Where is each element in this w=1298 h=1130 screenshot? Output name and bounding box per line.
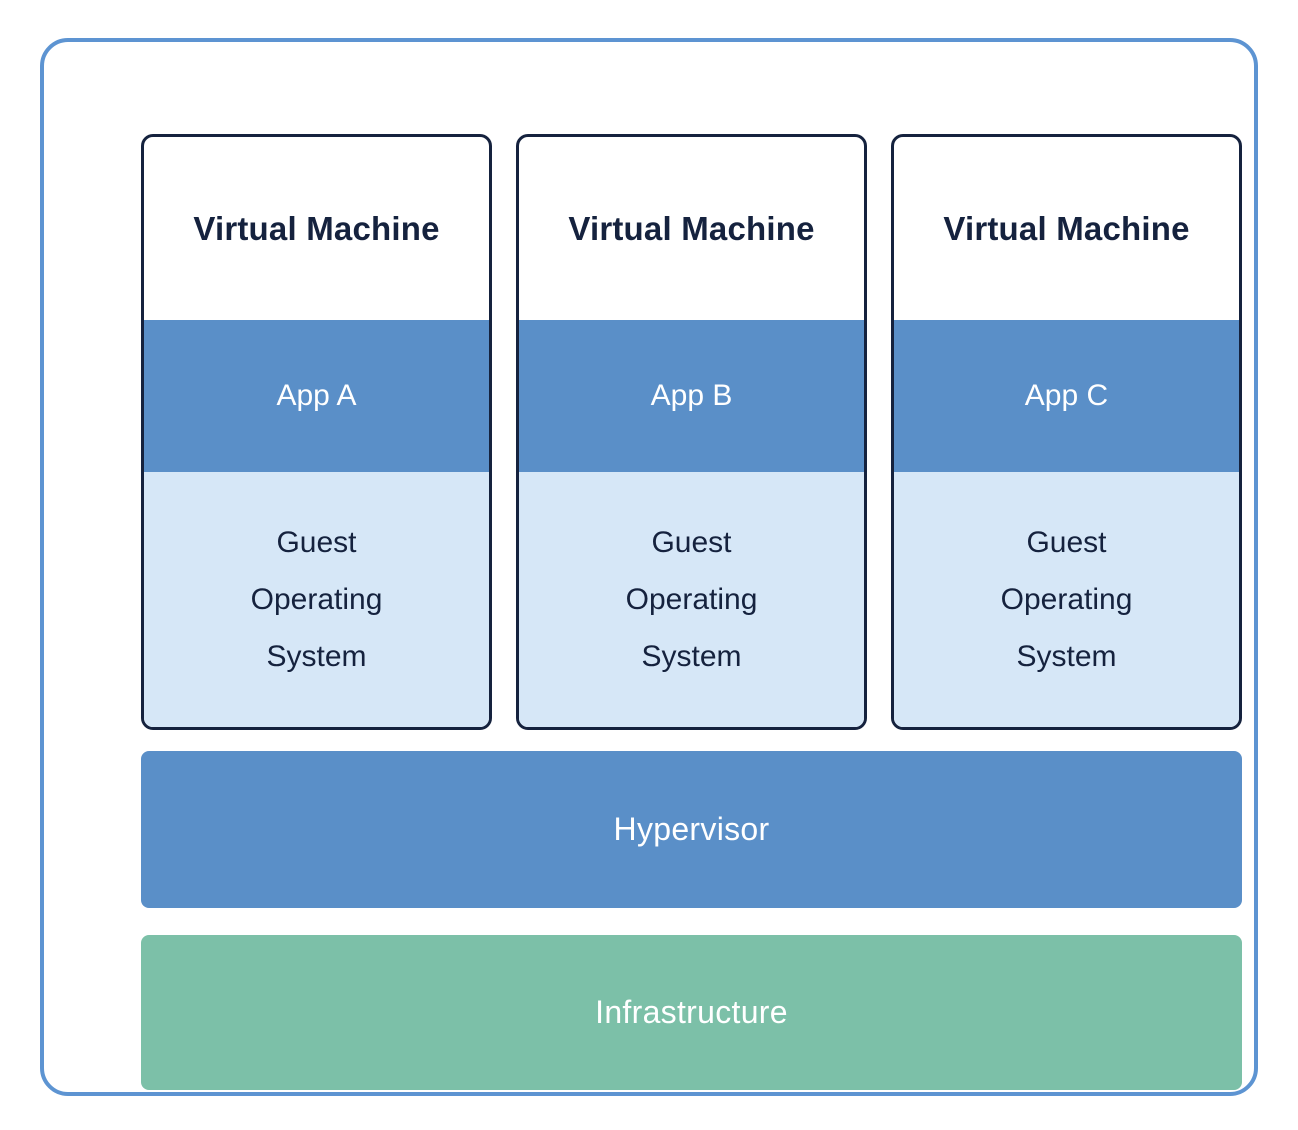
app-b-label: App B xyxy=(650,379,733,412)
vm-header: Virtual Machine xyxy=(144,137,489,320)
app-a-label: App A xyxy=(276,379,357,412)
vm-card-2: Virtual Machine App B Guest Operating Sy… xyxy=(516,134,867,730)
hypervisor-bar: Hypervisor xyxy=(141,751,1242,908)
guest-os-label: Guest Operating System xyxy=(250,526,383,673)
guest-os-block: Guest Operating System xyxy=(519,472,864,727)
vm-header: Virtual Machine xyxy=(519,137,864,320)
app-c-label: App C xyxy=(1024,379,1109,412)
app-c-block: App C xyxy=(894,320,1239,472)
infrastructure-bar: Infrastructure xyxy=(141,935,1242,1090)
hypervisor-label: Hypervisor xyxy=(613,811,770,847)
vm-title: Virtual Machine xyxy=(193,209,440,247)
vm-title: Virtual Machine xyxy=(568,209,815,247)
guest-os-block: Guest Operating System xyxy=(144,472,489,727)
infrastructure-label: Infrastructure xyxy=(595,994,788,1030)
diagram-frame: Virtual Machine App A Guest Operating Sy… xyxy=(40,38,1258,1096)
vm-card-1: Virtual Machine App A Guest Operating Sy… xyxy=(141,134,492,730)
app-a-block: App A xyxy=(144,320,489,472)
guest-os-block: Guest Operating System xyxy=(894,472,1239,727)
guest-os-label: Guest Operating System xyxy=(625,526,758,673)
guest-os-label: Guest Operating System xyxy=(1000,526,1133,673)
vm-title: Virtual Machine xyxy=(943,209,1190,247)
app-b-block: App B xyxy=(519,320,864,472)
vm-row: Virtual Machine App A Guest Operating Sy… xyxy=(141,134,1242,730)
vm-header: Virtual Machine xyxy=(894,137,1239,320)
vm-card-3: Virtual Machine App C Guest Operating Sy… xyxy=(891,134,1242,730)
